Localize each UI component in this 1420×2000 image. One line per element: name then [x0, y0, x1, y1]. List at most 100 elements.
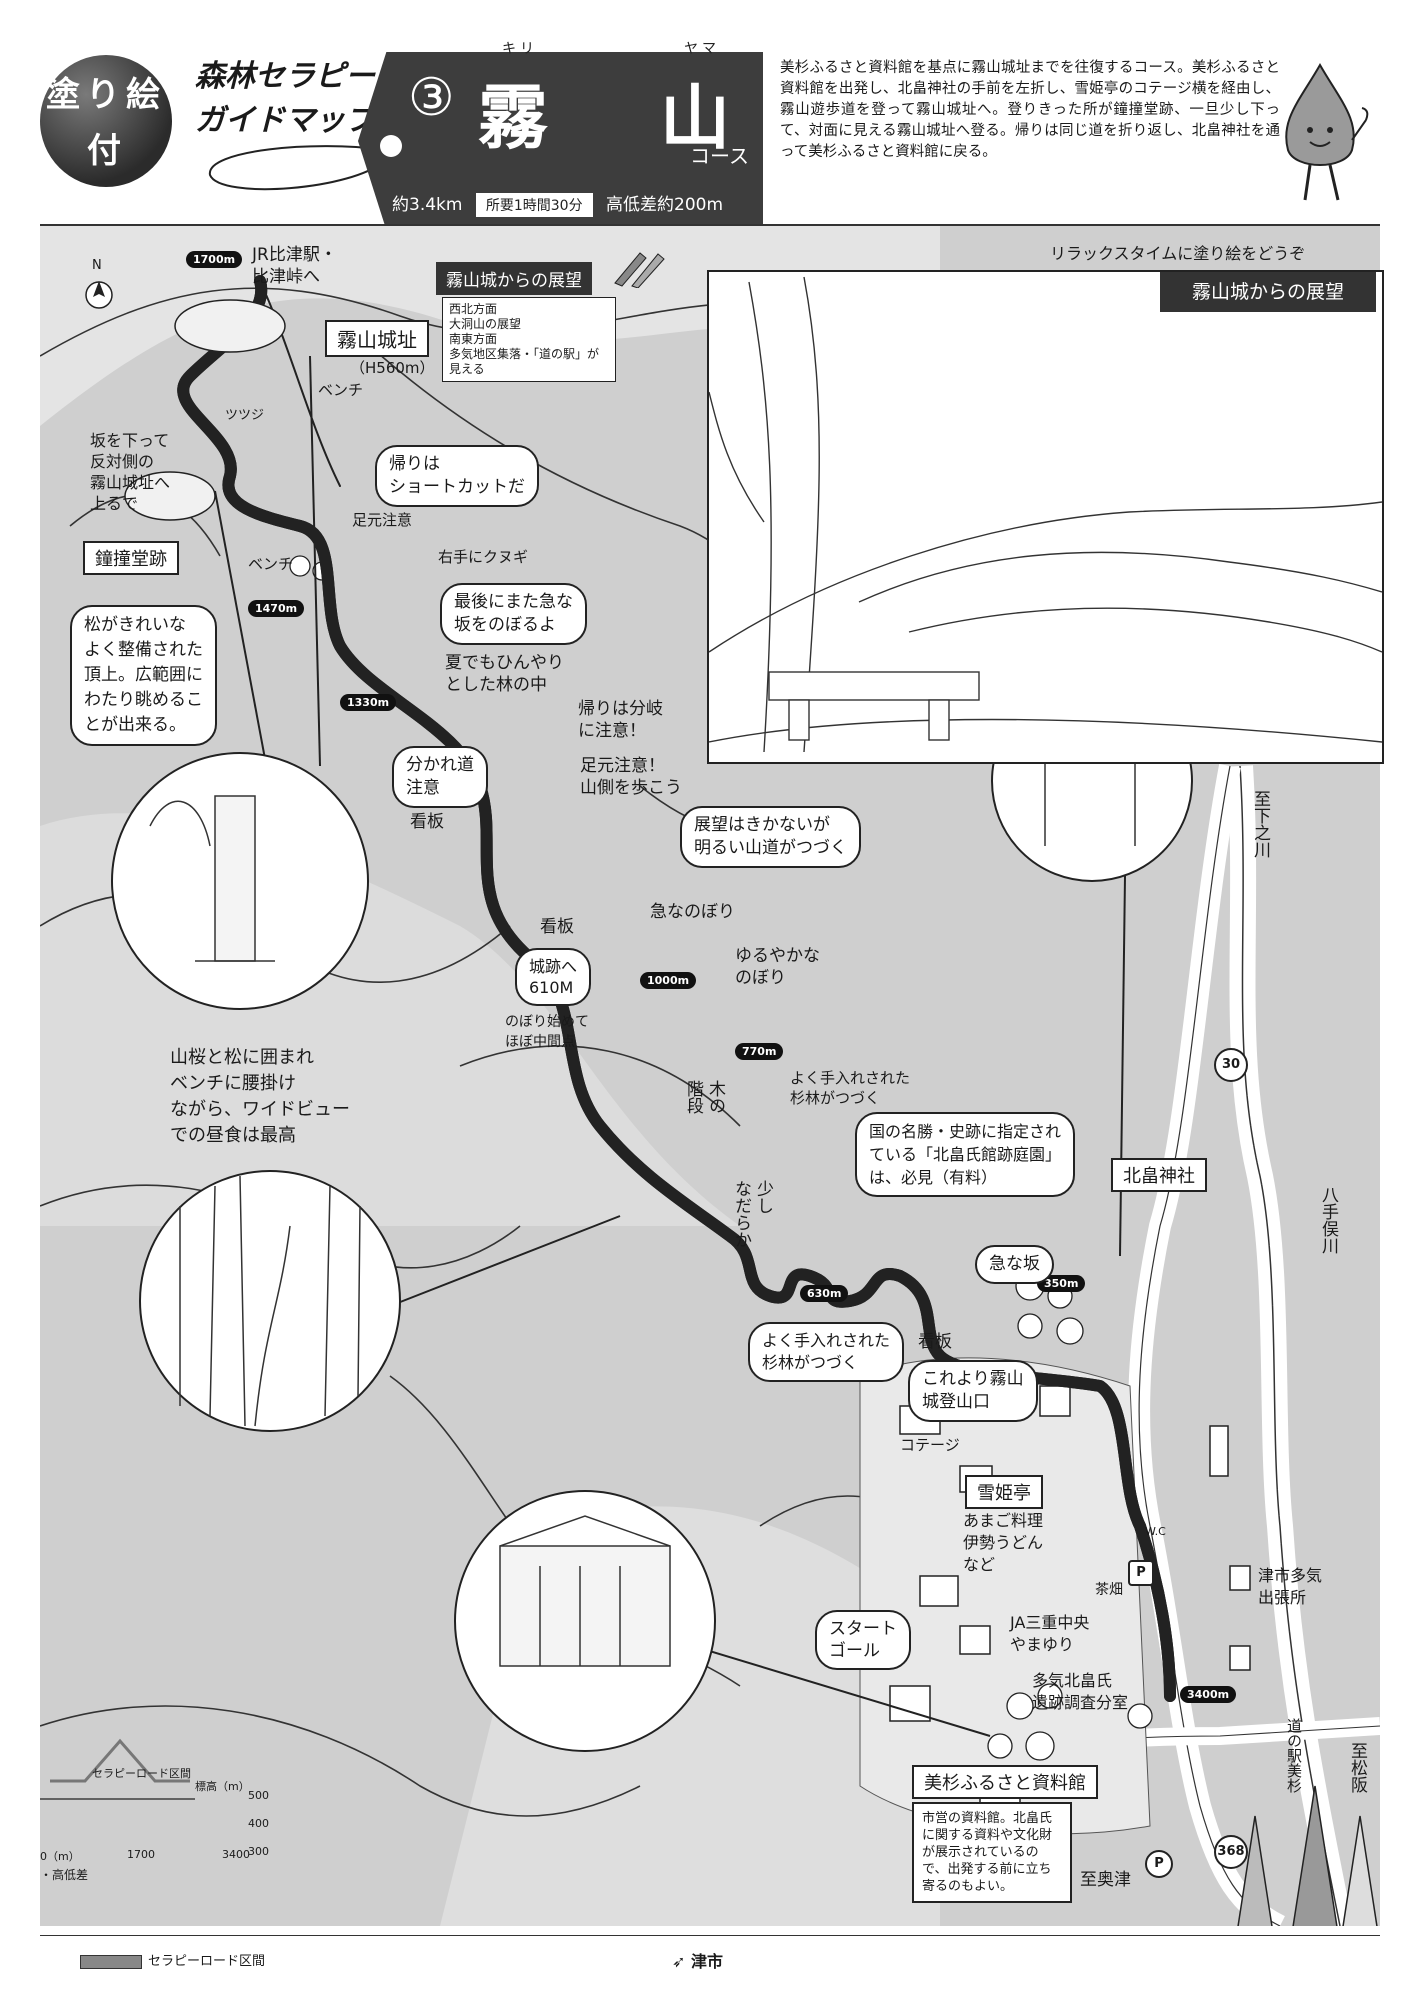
alt-tick-400: 400: [248, 1817, 269, 1830]
museum-sign: 美杉ふるさと資料館: [912, 1765, 1098, 1799]
hatedemata-river-label: 八手俣川: [1318, 1186, 1338, 1254]
view-sketch: [708, 276, 1383, 753]
city-logo: ➶ 津市: [672, 1948, 723, 1972]
yukihime-sign: 雪姫亭: [965, 1475, 1043, 1509]
elev-350: 350m: [1037, 1275, 1086, 1292]
to-jr-station: JR比津駅・ 比津峠へ: [252, 245, 337, 287]
ruby-kiri: キリ: [502, 41, 538, 57]
north-label: N: [92, 258, 102, 273]
steep-slope-bubble: 急な坂: [975, 1245, 1054, 1284]
elev-630: 630m: [800, 1285, 849, 1302]
duration: 所要1時間30分: [475, 193, 593, 217]
legend-title: セラピーロード区間: [92, 1767, 191, 1780]
wc-label: W.C: [1145, 1525, 1166, 1538]
museum-note: 市営の資料館。北畠氏に関する資料や文化財が展示されているので、出発する前に立ち寄…: [912, 1802, 1072, 1903]
parking-icon-2: P: [1145, 1850, 1173, 1878]
michi-no-eki-label: 道の駅美杉: [1285, 1718, 1303, 1793]
pine-summit-bubble: 松がきれいな よく整備された 頂上。広範囲に わたり眺めるこ とが出来る。: [70, 605, 217, 746]
brand-line1: 森林セラピー: [195, 59, 375, 94]
elev-1330: 1330m: [340, 694, 397, 711]
ruby-yama: ヤマ: [684, 41, 720, 57]
elevation-diff: 高低差約200m: [606, 195, 724, 215]
course-label: コース: [690, 144, 749, 168]
therapy-road-swatch: [80, 1954, 142, 1969]
steep-again-bubble: 最後にまた急な 坂をのぼるよ: [440, 583, 587, 645]
to-shimonokawa-label: 至下之川: [1250, 790, 1270, 858]
ja-label: JA三重中央 やまゆり: [1010, 1613, 1090, 1654]
branch-return-note: 帰りは分岐 に注意！: [578, 699, 663, 741]
kiriyama-castle-sign: 霧山城址: [325, 320, 429, 357]
brand-line2: ガイドマップ: [195, 103, 375, 138]
start-goal-bubble: スタート ゴール: [815, 1610, 911, 1670]
gentle-2-label: 少し なだらか: [731, 1180, 773, 1248]
coloring-badge: 塗り絵 付き: [40, 55, 172, 227]
shoutodo-sign: 鐘撞堂跡: [83, 541, 179, 575]
elev-1000: 1000m: [640, 972, 697, 989]
survey-office-label: 多気北畠氏 遺跡調査分室: [1032, 1671, 1129, 1712]
bench-label-2: ベンチ: [248, 555, 294, 573]
tree-mascot-icon: [1285, 62, 1369, 201]
city-leaf-icon: ➶: [672, 1952, 691, 1971]
course-title-1: 霧: [478, 77, 548, 159]
view-line-2: 大洞山の展望: [449, 317, 522, 331]
parking-icon-1: P: [1128, 1560, 1154, 1586]
cottage-label: コテージ: [900, 1436, 960, 1454]
view-line-1: 西北方面: [449, 302, 498, 316]
tsutsuji-label: ツツジ: [225, 408, 265, 423]
alt-tick-500: 500: [248, 1789, 269, 1802]
north-arrow-icon: [85, 281, 113, 309]
relax-caption: リラックスタイムに塗り絵をどうぞ: [1050, 244, 1306, 263]
brand-title: 森林セラピー ガイドマップ: [195, 55, 375, 143]
signboard-2: 看板: [540, 917, 574, 937]
route-368-icon: 368: [1214, 1835, 1248, 1869]
elev-770: 770m: [735, 1043, 784, 1060]
foot-caution-2: 足元注意！ 山側を歩こう: [580, 756, 682, 798]
castle-height: （H560m）: [350, 359, 435, 377]
footer-legend: セラピーロード区間: [80, 1950, 265, 1969]
legend-alt-ticks: 500 400 300: [248, 1782, 269, 1866]
cedar-note-1: よく手入れされた 杉林がつづく: [790, 1069, 911, 1107]
trailhead-bubble: これより霧山 城登山口: [908, 1360, 1038, 1422]
elev-3400: 3400m: [1180, 1686, 1237, 1703]
branch-office-label: 津市多気 出張所: [1258, 1566, 1323, 1607]
x-tick-1700: 1700: [127, 1848, 155, 1861]
badge-line2: 付き: [87, 131, 151, 227]
garden-bubble: 国の名勝・史跡に指定され ている「北畠氏館跡庭園」 は、必見（有料）: [855, 1112, 1076, 1197]
view-line-3: 南東方面: [449, 332, 498, 346]
go-opposite-note: 坂を下って 反対側の 霧山城址へ 上るで: [90, 431, 171, 513]
stairs-label: 木の 階段: [683, 1080, 725, 1114]
to-matsusaka-label: 至松阪: [1347, 1742, 1367, 1793]
elevation-caption: ・高低差: [40, 1868, 89, 1882]
view-box-list: 西北方面 大洞山の展望 南東方面 多気地区集落・「道の駅」が見える: [442, 297, 616, 382]
alt-tick-300: 300: [248, 1845, 269, 1858]
city-name: 津市: [690, 1952, 723, 1971]
to-castle-sign: 城跡へ 610M: [515, 948, 592, 1006]
pencils-icon: [614, 252, 665, 288]
tag-string: [208, 145, 386, 191]
to-okutsu-label: 至奥津: [1080, 1870, 1131, 1890]
fork-caution-bubble: 分かれ道 注意: [392, 746, 488, 808]
amago-note: あまご料理 伊勢うどん など: [963, 1511, 1044, 1574]
view-line-4: 多気地区集落・「道の駅」が見える: [449, 347, 600, 376]
legend-altitude: 標高（m）: [195, 1780, 250, 1793]
badge-line1: 塗り絵: [46, 75, 166, 115]
x-tick-0: 0（m）: [40, 1850, 80, 1863]
course-number: ③: [408, 68, 455, 128]
cedar-note-2: よく手入れされた 杉林がつづく: [748, 1322, 905, 1382]
route-30-icon: 30: [1214, 1048, 1248, 1082]
tea-field-label: 茶畑: [1095, 1582, 1123, 1598]
elev-1470: 1470m: [248, 600, 305, 617]
footer-rule: [40, 1935, 1380, 1936]
photo-title: 霧山城からの展望: [1160, 272, 1376, 312]
steep-climb-label: 急なのぼり: [650, 902, 735, 922]
no-view-bubble: 展望はきかないが 明るい山道がつづく: [680, 806, 861, 868]
distance: 約3.4km: [392, 195, 463, 215]
course-stats: 約3.4km 所要1時間30分 高低差約200m: [392, 190, 723, 217]
course-description: 美杉ふるさと資料館を基点に霧山城址までを往復するコース。美杉ふるさと資料館を出発…: [780, 60, 1280, 160]
header-rule: [40, 224, 1380, 226]
kunugi-label: 右手にクヌギ: [438, 548, 529, 566]
kitabatake-shrine-sign: 北畠神社: [1111, 1158, 1207, 1192]
lunch-note: 山桜と松に囲まれ ベンチに腰掛け ながら、ワイドビュー での昼食は最高: [170, 1047, 350, 1146]
x-tick-3400: 3400: [222, 1848, 250, 1861]
elev-1700: 1700m: [186, 251, 243, 268]
